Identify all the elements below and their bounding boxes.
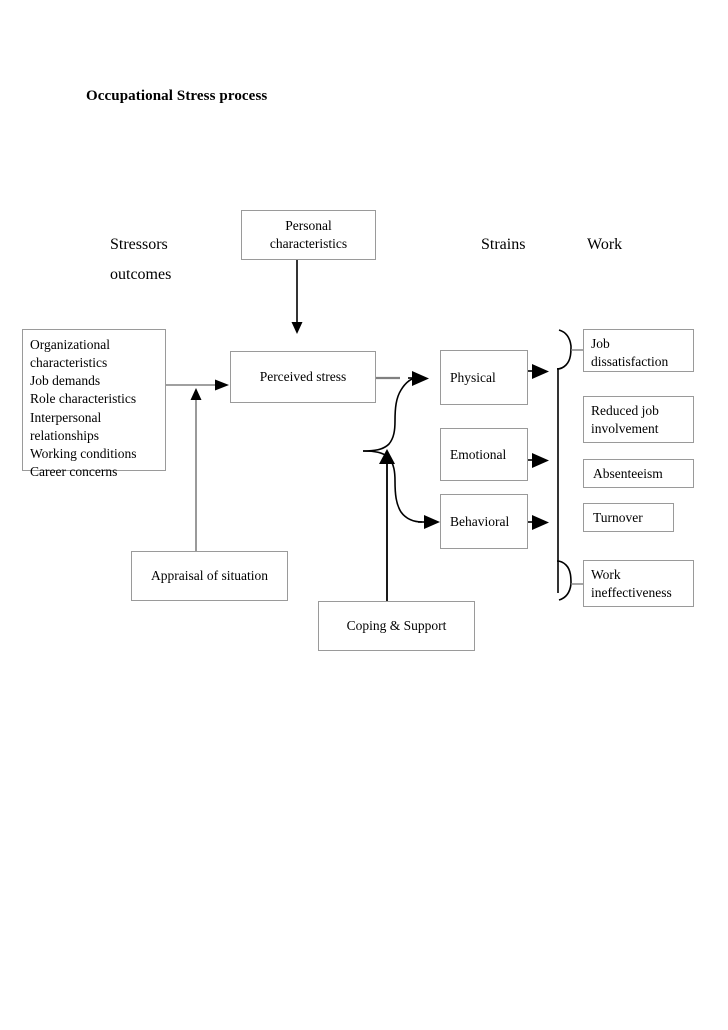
- node-strain-behavioral[interactable]: Behavioral: [440, 494, 528, 549]
- node-personal-characteristics[interactable]: Personal characteristics: [241, 210, 376, 260]
- column-label-work: Work: [587, 236, 623, 253]
- node-coping-and-support[interactable]: Coping & Support: [318, 601, 475, 651]
- edge-emotional-to-outcomes: [528, 453, 549, 468]
- node-personal-characteristics-label: Personal characteristics: [269, 218, 348, 251]
- node-perceived-stress-label: Perceived stress: [259, 369, 347, 385]
- node-strain-physical[interactable]: Physical: [440, 350, 528, 405]
- node-strain-emotional-label: Emotional: [450, 446, 507, 462]
- edge-brace-to-physical: [408, 371, 429, 386]
- edge-behavioral-to-outcomes: [528, 515, 549, 530]
- node-outcome-job-dissatisfaction[interactable]: Job dissatisfaction: [583, 329, 694, 372]
- edge-brace-to-behavioral: [418, 515, 440, 529]
- node-outcome-reduced-job-involvement-label: Reduced job involvement: [591, 403, 659, 436]
- edge-physical-to-outcomes: [528, 364, 549, 379]
- brace-work-outcomes-right: [556, 329, 572, 601]
- node-appraisal-of-situation-label: Appraisal of situation: [151, 568, 268, 584]
- node-stressors-list[interactable]: Organizational characteristics Job deman…: [22, 329, 166, 479]
- edge-coping-to-brace: [379, 449, 395, 601]
- node-strain-physical-label: Physical: [450, 369, 496, 385]
- node-appraisal-of-situation[interactable]: Appraisal of situation: [131, 551, 288, 601]
- edge-stressors-to-perceived: [166, 379, 229, 391]
- node-outcome-absenteeism[interactable]: Absenteeism: [583, 459, 694, 488]
- node-outcome-turnover[interactable]: Turnover: [583, 503, 674, 532]
- column-label-outcomes: outcomes: [110, 266, 172, 283]
- column-label-stressors: Stressors: [110, 236, 168, 253]
- page-title: Occupational Stress process: [86, 88, 268, 104]
- node-outcome-work-ineffectiveness[interactable]: Work ineffectiveness: [583, 560, 694, 607]
- node-outcome-work-ineffectiveness-label: Work ineffectiveness: [591, 567, 672, 600]
- node-strain-emotional[interactable]: Emotional: [440, 428, 528, 481]
- column-label-strains: Strains: [481, 236, 526, 253]
- node-strain-behavioral-label: Behavioral: [450, 513, 510, 529]
- node-outcome-absenteeism-label: Absenteeism: [593, 465, 663, 481]
- node-outcome-turnover-label: Turnover: [593, 509, 643, 525]
- edge-personal-to-perceived: [291, 260, 303, 334]
- node-perceived-stress[interactable]: Perceived stress: [230, 351, 376, 403]
- edge-appraisal-to-perceived: [190, 388, 202, 551]
- node-stressors-list-label: Organizational characteristics Job deman…: [30, 337, 137, 480]
- node-outcome-reduced-job-involvement[interactable]: Reduced job involvement: [583, 396, 694, 443]
- node-coping-and-support-label: Coping & Support: [346, 618, 447, 634]
- node-outcome-job-dissatisfaction-label: Job dissatisfaction: [591, 336, 669, 369]
